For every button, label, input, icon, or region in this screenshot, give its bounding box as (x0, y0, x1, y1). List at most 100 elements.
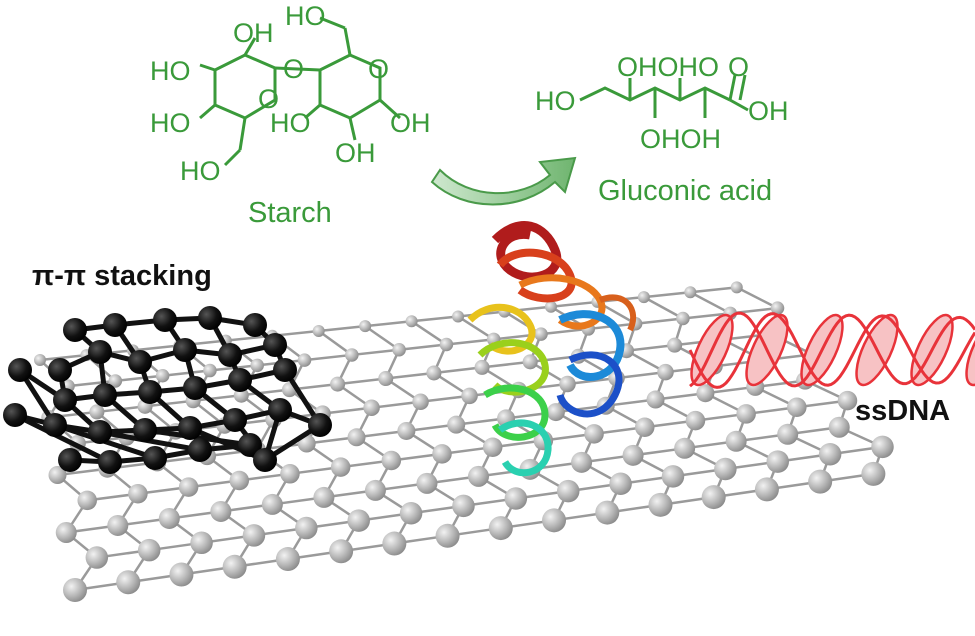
graphene-atom (250, 358, 264, 373)
aromatic-atom (103, 313, 127, 337)
graphene-atom (544, 300, 557, 313)
graphene-atom (85, 546, 109, 569)
graphene-atom (178, 477, 199, 497)
graphene-atom (108, 374, 123, 388)
graphene-atom (359, 320, 372, 333)
starch-label-o-ring1: O (258, 84, 279, 114)
graphene-atom (128, 484, 148, 504)
graphene-atom (347, 509, 370, 532)
aromatic-atom (253, 448, 277, 472)
graphene-atom (818, 443, 842, 466)
gluconic-label-oh: OH (748, 96, 789, 126)
aromatic-atom (143, 446, 167, 470)
graphene-atom (861, 461, 886, 486)
graphene-atom (229, 470, 250, 491)
graphene-atom (381, 450, 402, 471)
graphene-atom (696, 384, 715, 403)
graphene-atom (330, 457, 351, 477)
graphene-atom (330, 376, 346, 392)
aromatic-atom (243, 313, 267, 337)
aromatic-atom (188, 438, 212, 462)
graphene-atom (275, 547, 300, 572)
graphene-atom (34, 354, 46, 366)
graphene-atom (416, 472, 438, 494)
graphene-atom (222, 554, 247, 579)
graphene-atom (55, 522, 77, 543)
aromatic-atom (88, 340, 112, 364)
graphene-atom (412, 393, 429, 411)
graphene-atom (684, 286, 697, 299)
graphene-atom (701, 485, 726, 510)
graphene-atom (405, 315, 418, 328)
aromatic-atom (178, 416, 202, 440)
graphene-atom (203, 363, 217, 378)
graphene-atom (766, 450, 789, 473)
graphene-atom (397, 421, 416, 440)
starch-label-ho-5: HO (270, 108, 311, 138)
starch-label-ho-3: HO (180, 156, 221, 186)
graphene-atom (210, 500, 232, 522)
gluconic-label-bottom: OHOH (640, 124, 721, 154)
graphene-atom (571, 451, 593, 473)
graphene-atom (312, 324, 325, 337)
gluconic-label-o: O (728, 52, 749, 82)
starch-atom-labels: OH HO HO HO HO O O O HO OH OH Starch (150, 1, 431, 229)
reaction-arrow (430, 156, 577, 206)
starch-label-ho-1: HO (150, 56, 191, 86)
graphene-atom (169, 562, 194, 587)
graphene-atom (676, 311, 690, 326)
starch-caption: Starch (248, 197, 332, 229)
graphene-atom (363, 399, 380, 416)
graphene-atom (116, 570, 141, 595)
graphene-atom (378, 371, 394, 387)
graphene-atom (754, 477, 779, 502)
aromatic-atom (218, 343, 242, 367)
gluconic-label-ho: HO (535, 86, 576, 116)
graphene-atom (382, 531, 407, 556)
graphene-atom (584, 424, 604, 444)
graphene-atom (452, 310, 465, 323)
graphene-atom (546, 403, 565, 422)
graphene-atom (661, 465, 685, 488)
aromatic-atom (198, 306, 222, 330)
gluconic-label-top: OHOHO (617, 52, 719, 82)
graphene-atom (439, 337, 454, 352)
graphene-atom (295, 516, 318, 540)
graphene-atom (242, 524, 266, 547)
graphene-atom (461, 387, 478, 405)
aromatic-atom (138, 380, 162, 404)
aromatic-atom (3, 403, 27, 427)
graphene-atom (137, 538, 161, 562)
aromatic-atom (43, 413, 67, 437)
graphene-atom (345, 348, 359, 362)
graphene-atom (468, 465, 490, 487)
graphene-atom (559, 375, 576, 393)
graphene-atom (657, 363, 674, 381)
graphene-atom (329, 539, 354, 564)
graphene-atom (48, 466, 67, 484)
graphene-atom (474, 359, 490, 375)
graphene-atom (297, 353, 312, 367)
aromatic-atom (63, 318, 87, 342)
graphene-atom (667, 337, 683, 353)
graphene-atom (63, 578, 87, 602)
graphene-atom (504, 487, 528, 510)
aromatic-atom (8, 358, 32, 382)
graphene-atom (107, 514, 129, 536)
graphene-atom (426, 365, 442, 381)
graphene-atom (158, 507, 180, 529)
graphene-atom (447, 415, 466, 434)
aromatic-atom (238, 433, 262, 457)
graphene-atom (714, 457, 737, 481)
aromatic-atom (268, 398, 292, 422)
graphene-atom (725, 430, 747, 452)
aromatic-atom (223, 408, 247, 432)
enzyme-protein (467, 221, 637, 477)
gluconic-acid-atom-labels: OHOHO HO OH OHOH O Gluconic acid (535, 52, 789, 207)
graphene-atom (736, 404, 756, 424)
ssdna-helix (688, 311, 975, 389)
graphene-atom (435, 523, 460, 548)
aromatic-atom (48, 358, 72, 382)
